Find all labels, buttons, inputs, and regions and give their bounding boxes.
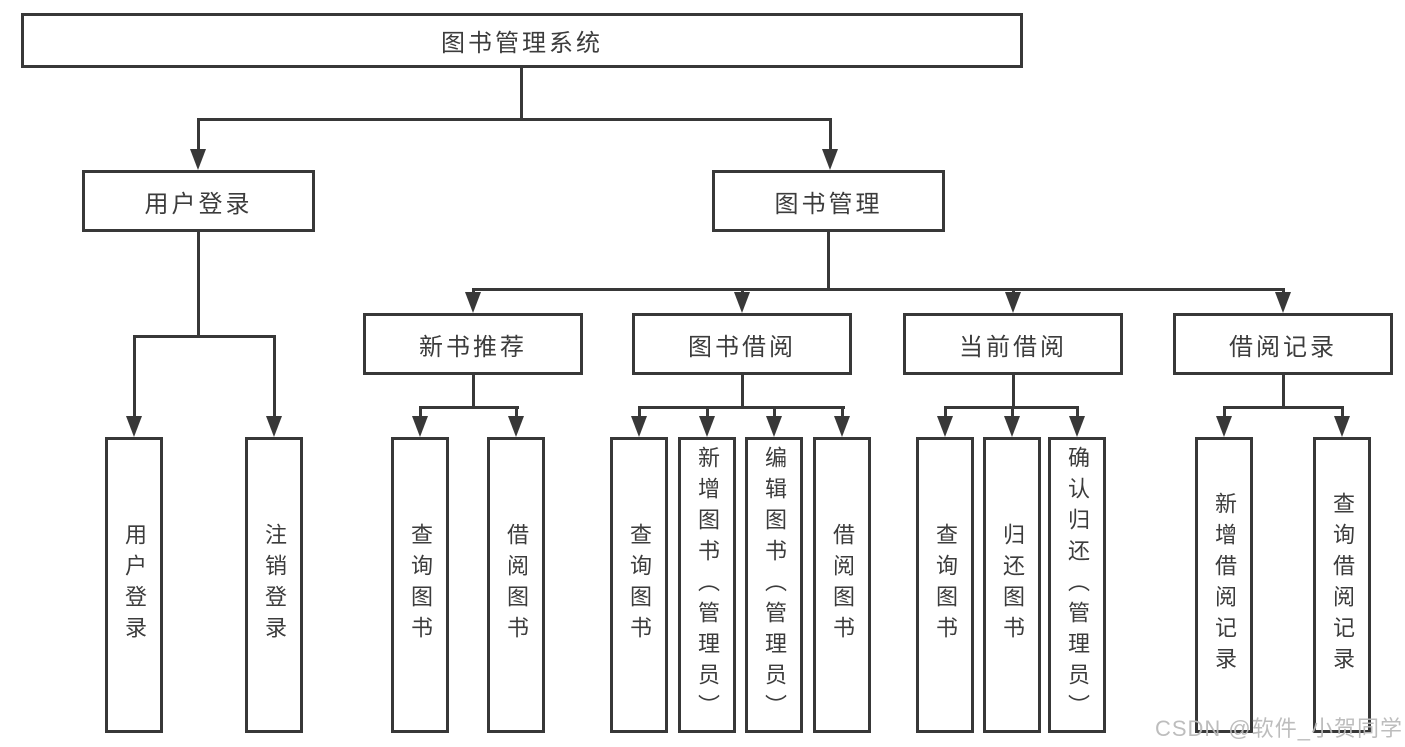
- connector-book-mgmt-drop: [472, 288, 475, 294]
- node-leaf-query-borrow-record: 查询借阅记录: [1313, 437, 1371, 733]
- arrowhead-icon: [266, 416, 282, 437]
- connector-root-crossbar: [197, 118, 832, 121]
- connector-book-mgmt-drop: [741, 288, 744, 294]
- arrowhead-icon: [1334, 416, 1350, 437]
- node-root: 图书管理系统: [21, 13, 1023, 68]
- connector-book-mgmt-stem: [827, 232, 830, 288]
- node-new-book-recommend: 新书推荐: [363, 313, 583, 375]
- connector-user-login-stem: [197, 232, 200, 335]
- arrowhead-icon: [822, 149, 838, 170]
- connector-root-stem: [520, 68, 523, 118]
- node-leaf-add-borrow-record: 新增借阅记录: [1195, 437, 1253, 733]
- connector-current-borrow-stem: [1012, 375, 1015, 406]
- node-book-borrow: 图书借阅: [632, 313, 852, 375]
- connector-root-right-drop: [829, 118, 832, 149]
- connector-current-borrow-drop: [1011, 406, 1014, 416]
- csdn-watermark: CSDN @软件_小贺同学: [1154, 716, 1403, 741]
- arrowhead-icon: [734, 292, 750, 313]
- node-leaf-query-book-1: 查询图书: [391, 437, 449, 733]
- arrowhead-icon: [1069, 416, 1085, 437]
- node-leaf-return-book-label: 归还图书: [1000, 523, 1025, 647]
- node-borrow-record: 借阅记录: [1173, 313, 1393, 375]
- arrowhead-icon: [1004, 416, 1020, 437]
- connector-book-borrow-drop: [841, 406, 844, 416]
- connector-book-mgmt-drop: [1282, 288, 1285, 294]
- arrowhead-icon: [937, 416, 953, 437]
- node-leaf-query-book-2: 查询图书: [610, 437, 668, 733]
- arrowhead-icon: [834, 416, 850, 437]
- node-leaf-edit-book-admin-label: 编辑图书（管理员）: [762, 445, 787, 725]
- connector-borrow-record-drop: [1223, 406, 1226, 416]
- node-new-book-recommend-label: 新书推荐: [419, 333, 527, 361]
- connector-borrow-record-stem: [1282, 375, 1285, 406]
- connector-root-left-drop: [197, 118, 200, 149]
- node-current-borrow: 当前借阅: [903, 313, 1123, 375]
- node-book-borrow-label: 图书借阅: [688, 333, 796, 361]
- connector-borrow-record-crossbar: [1223, 406, 1344, 409]
- node-leaf-confirm-return-admin-label: 确认归还（管理员）: [1065, 445, 1090, 725]
- connector-borrow-record-drop: [1341, 406, 1344, 416]
- node-leaf-borrow-book-2: 借阅图书: [813, 437, 871, 733]
- node-leaf-user-login-label: 用户登录: [122, 523, 147, 647]
- node-leaf-query-book-3-label: 查询图书: [933, 523, 958, 647]
- arrowhead-icon: [699, 416, 715, 437]
- connector-new-book-stem: [472, 375, 475, 406]
- node-leaf-borrow-book-1-label: 借阅图书: [504, 523, 529, 647]
- node-leaf-return-book: 归还图书: [983, 437, 1041, 733]
- arrowhead-icon: [190, 149, 206, 170]
- arrowhead-icon: [412, 416, 428, 437]
- connector-new-book-drop: [419, 406, 422, 416]
- arrowhead-icon: [465, 292, 481, 313]
- connector-user-login-crossbar: [133, 335, 276, 338]
- node-leaf-borrow-book-1: 借阅图书: [487, 437, 545, 733]
- arrowhead-icon: [766, 416, 782, 437]
- node-leaf-logout: 注销登录: [245, 437, 303, 733]
- node-borrow-record-label: 借阅记录: [1229, 333, 1337, 361]
- arrowhead-icon: [126, 416, 142, 437]
- node-current-borrow-label: 当前借阅: [959, 333, 1067, 361]
- arrowhead-icon: [1275, 292, 1291, 313]
- connector-user-login-drop: [133, 335, 136, 416]
- connector-book-borrow-crossbar: [638, 406, 845, 409]
- connector-current-borrow-drop: [944, 406, 947, 416]
- connector-book-borrow-drop: [706, 406, 709, 416]
- node-leaf-logout-label: 注销登录: [262, 523, 287, 647]
- node-leaf-borrow-book-2-label: 借阅图书: [830, 523, 855, 647]
- arrowhead-icon: [631, 416, 647, 437]
- node-leaf-add-book-admin-label: 新增图书（管理员）: [695, 445, 720, 725]
- arrowhead-icon: [508, 416, 524, 437]
- connector-book-mgmt-drop: [1012, 288, 1015, 294]
- connector-book-borrow-stem: [741, 375, 744, 406]
- node-leaf-user-login: 用户登录: [105, 437, 163, 733]
- node-leaf-query-book-2-label: 查询图书: [627, 523, 652, 647]
- arrowhead-icon: [1216, 416, 1232, 437]
- connector-current-borrow-drop: [1076, 406, 1079, 416]
- connector-book-mgmt-crossbar: [472, 288, 1285, 291]
- node-leaf-confirm-return-admin: 确认归还（管理员）: [1048, 437, 1106, 733]
- node-user-login-label: 用户登录: [144, 190, 253, 218]
- connector-book-borrow-drop: [638, 406, 641, 416]
- node-leaf-edit-book-admin: 编辑图书（管理员）: [745, 437, 803, 733]
- connector-book-borrow-drop: [773, 406, 776, 416]
- node-leaf-add-borrow-record-label: 新增借阅记录: [1212, 492, 1237, 678]
- arrowhead-icon: [1005, 292, 1021, 313]
- node-root-label: 图书管理系统: [441, 30, 603, 57]
- node-leaf-query-book-1-label: 查询图书: [408, 523, 433, 647]
- node-book-management-label: 图书管理: [774, 190, 883, 218]
- connector-new-book-drop: [515, 406, 518, 416]
- node-book-management: 图书管理: [712, 170, 945, 232]
- node-leaf-add-book-admin: 新增图书（管理员）: [678, 437, 736, 733]
- node-leaf-query-book-3: 查询图书: [916, 437, 974, 733]
- connector-new-book-crossbar: [419, 406, 519, 409]
- node-user-login: 用户登录: [82, 170, 315, 232]
- node-leaf-query-borrow-record-label: 查询借阅记录: [1330, 492, 1355, 678]
- connector-user-login-drop: [273, 335, 276, 416]
